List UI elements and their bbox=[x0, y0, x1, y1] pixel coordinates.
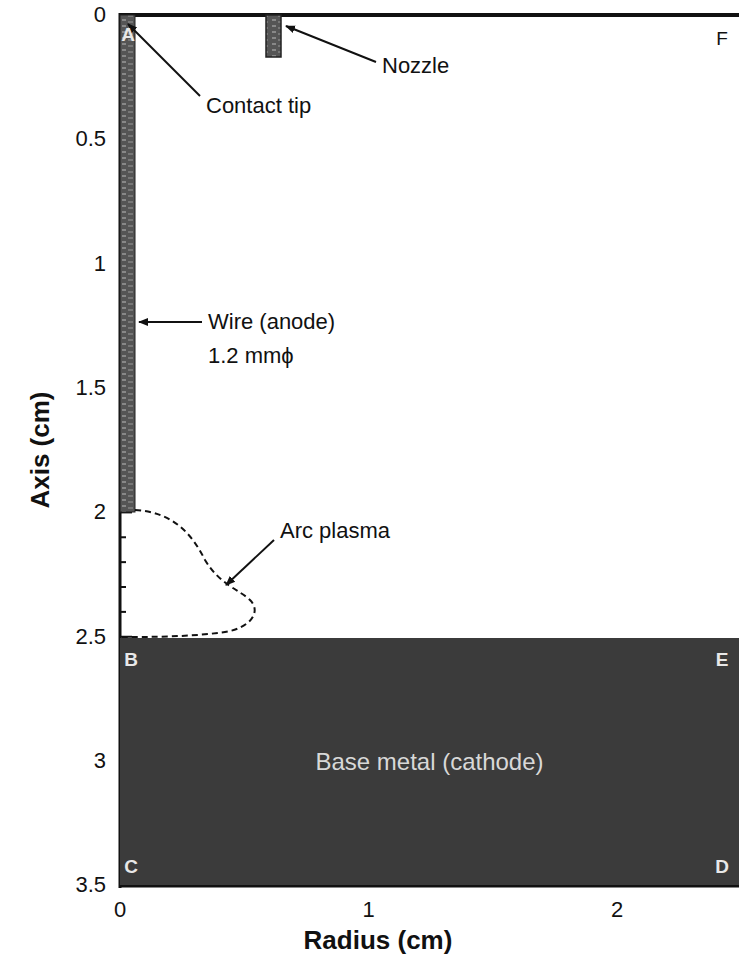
part-label: 1.2 mmϕ bbox=[208, 345, 294, 367]
tick-label: 2 bbox=[94, 501, 106, 523]
corner-letter: B bbox=[124, 650, 138, 669]
corner-letter: F bbox=[716, 29, 728, 48]
region-label: Base metal (cathode) bbox=[315, 748, 543, 776]
corner-letter: D bbox=[715, 857, 729, 876]
axis-tick bbox=[120, 586, 126, 588]
tick-label: 1 bbox=[362, 899, 374, 921]
part-label: Arc plasma bbox=[280, 520, 390, 542]
base-metal-region: Base metal (cathode) bbox=[120, 638, 739, 885]
tick-label: 0.5 bbox=[75, 128, 106, 150]
tick-label: 2.5 bbox=[75, 626, 106, 648]
part-label: Contact tip bbox=[206, 95, 311, 117]
tick-label: 0 bbox=[114, 899, 126, 921]
tick-label: 1 bbox=[94, 253, 106, 275]
corner-letter: E bbox=[716, 650, 729, 669]
part-label: Wire (anode) bbox=[208, 311, 335, 333]
axis-tick bbox=[120, 611, 126, 613]
tick-label: 0 bbox=[94, 4, 106, 26]
tick-label: 1.5 bbox=[75, 377, 106, 399]
axis-title: Radius (cm) bbox=[304, 927, 453, 953]
axis-tick bbox=[120, 536, 126, 538]
tick-label: 3.5 bbox=[75, 874, 106, 896]
tick-label: 3 bbox=[94, 750, 106, 772]
tick-label: 2 bbox=[611, 899, 623, 921]
axis-tick bbox=[120, 561, 126, 563]
corner-letter: A bbox=[121, 25, 135, 44]
axis-title: Axis (cm) bbox=[27, 391, 53, 508]
part-label: Nozzle bbox=[382, 55, 449, 77]
corner-letter: C bbox=[124, 857, 138, 876]
